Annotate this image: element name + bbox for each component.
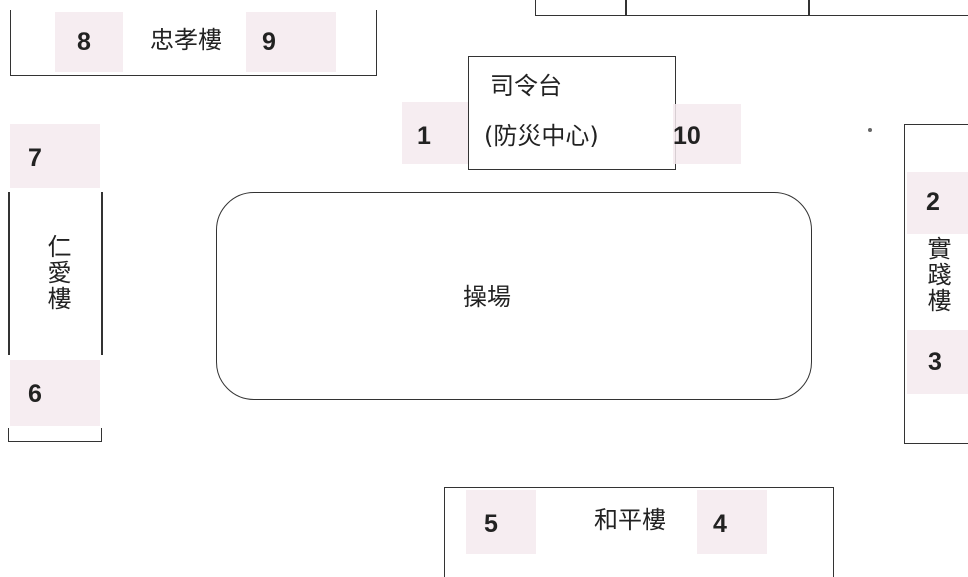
- top-right-building-fragment: [535, 0, 968, 16]
- point-9-label: 9: [262, 28, 276, 56]
- shijian-building: [904, 124, 968, 444]
- zone-6: [10, 360, 100, 426]
- renai-building-label: 仁愛樓: [43, 234, 71, 312]
- zone-9: [246, 12, 336, 72]
- point-1-label: 1: [417, 122, 431, 150]
- playground: [216, 192, 812, 400]
- zhongxiao-building: [10, 10, 377, 76]
- point-7-label: 7: [28, 144, 42, 172]
- point-5-label: 5: [484, 510, 498, 538]
- point-6-label: 6: [28, 380, 42, 408]
- point-2-label: 2: [926, 188, 940, 216]
- command-platform-title: 司令台: [490, 72, 562, 100]
- point-10-label: 10: [673, 122, 701, 150]
- top-right-divider-2: [808, 0, 810, 16]
- zone-5: [466, 490, 536, 554]
- renai-top-line-right: [101, 192, 103, 355]
- shijian-building-label: 實踐樓: [923, 236, 951, 314]
- zone-3: [907, 330, 968, 394]
- heping-building-label: 和平樓: [594, 506, 666, 534]
- zone-7: [10, 124, 100, 188]
- zone-8: [55, 12, 123, 72]
- zone-1: [402, 102, 468, 164]
- heping-building: [444, 487, 834, 577]
- speck-mark: [868, 128, 872, 132]
- command-platform-subtitle: (防災中心): [484, 122, 599, 150]
- point-3-label: 3: [928, 348, 942, 376]
- zone-10: [673, 104, 741, 164]
- playground-label: 操場: [463, 283, 511, 311]
- zone-2: [907, 172, 968, 234]
- zone-4: [697, 490, 767, 554]
- zhongxiao-building-label: 忠孝樓: [150, 26, 222, 54]
- point-8-label: 8: [77, 28, 91, 56]
- point-4-label: 4: [713, 510, 727, 538]
- renai-top-line: [8, 192, 10, 355]
- top-right-divider-1: [625, 0, 627, 16]
